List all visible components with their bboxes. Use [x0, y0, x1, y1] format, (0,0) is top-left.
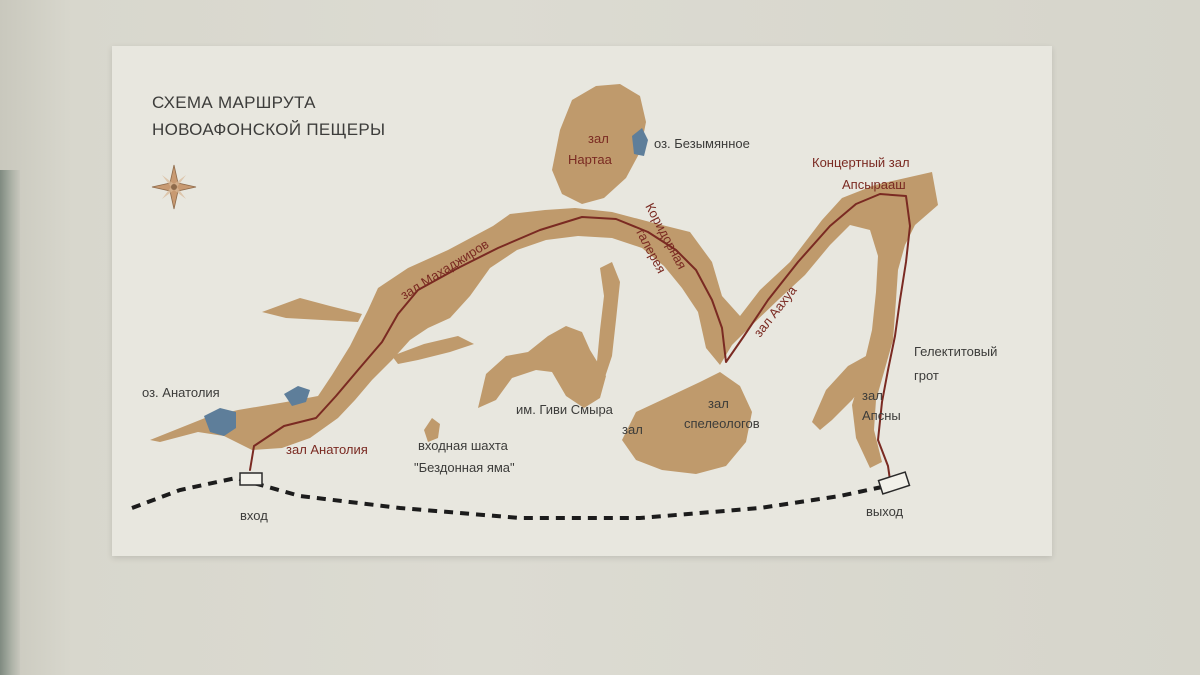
label-smyr-hall-line2: зал — [622, 422, 643, 437]
label-concert-hall-line1: Концертный зал — [812, 155, 910, 170]
label-hall-narta-line2: Нартаа — [568, 152, 613, 167]
cave-side-branch-left — [262, 298, 362, 322]
door-frame-edge — [0, 170, 20, 675]
label-gelectite-line2: грот — [914, 368, 939, 383]
label-hall-narta-line1: зал — [588, 131, 609, 146]
lakes — [204, 128, 648, 436]
lake-nameless-shape — [632, 128, 648, 156]
label-lake-nameless: оз. Безымянное — [654, 136, 750, 151]
cave-branch-smyr — [478, 326, 606, 408]
label-hall-apsny-line1: зал — [862, 388, 883, 403]
cave-branch-finger — [596, 262, 620, 380]
cave-hall-speleologists — [622, 372, 752, 474]
lake-anatolia-small-shape — [284, 386, 310, 406]
label-shaft-line2: "Бездонная яма" — [414, 460, 515, 475]
lake-anatolia-shape — [204, 408, 236, 436]
map-title-line1: СХЕМА МАРШРУТА — [152, 93, 316, 112]
entrance-marker — [239, 472, 263, 486]
cave-hall-narta — [552, 84, 646, 204]
map-title-line2: НОВОАФОНСКОЙ ПЕЩЕРЫ — [152, 120, 385, 139]
label-smyr-hall-line1: им. Гиви Смыра — [516, 402, 614, 417]
surface-path-line — [131, 475, 897, 520]
cave-main-passage — [150, 172, 938, 468]
label-entrance: вход — [240, 508, 268, 523]
label-hall-apsny-line2: Апсны — [862, 408, 901, 423]
label-concert-hall-line2: Апсырааш — [842, 177, 906, 192]
cave-branch-lower-mid — [392, 336, 474, 364]
label-lake-anatolia: оз. Анатолия — [142, 385, 220, 400]
label-hall-anatolia: зал Анатолия — [286, 442, 368, 457]
label-exit: выход — [866, 504, 904, 519]
cave-shaft-bezdonnaya — [424, 418, 440, 442]
cave-branch-apsny — [812, 356, 868, 430]
cave-system — [150, 84, 938, 474]
label-gelectite-line1: Гелектитовый — [914, 344, 997, 359]
exit-marker — [877, 471, 911, 495]
label-speleologists-line1: зал — [708, 396, 729, 411]
label-speleologists-line2: спелеологов — [684, 416, 760, 431]
label-shaft-line1: входная шахта — [418, 438, 509, 453]
tour-route-line — [249, 193, 911, 481]
compass-rose-icon — [151, 164, 197, 210]
